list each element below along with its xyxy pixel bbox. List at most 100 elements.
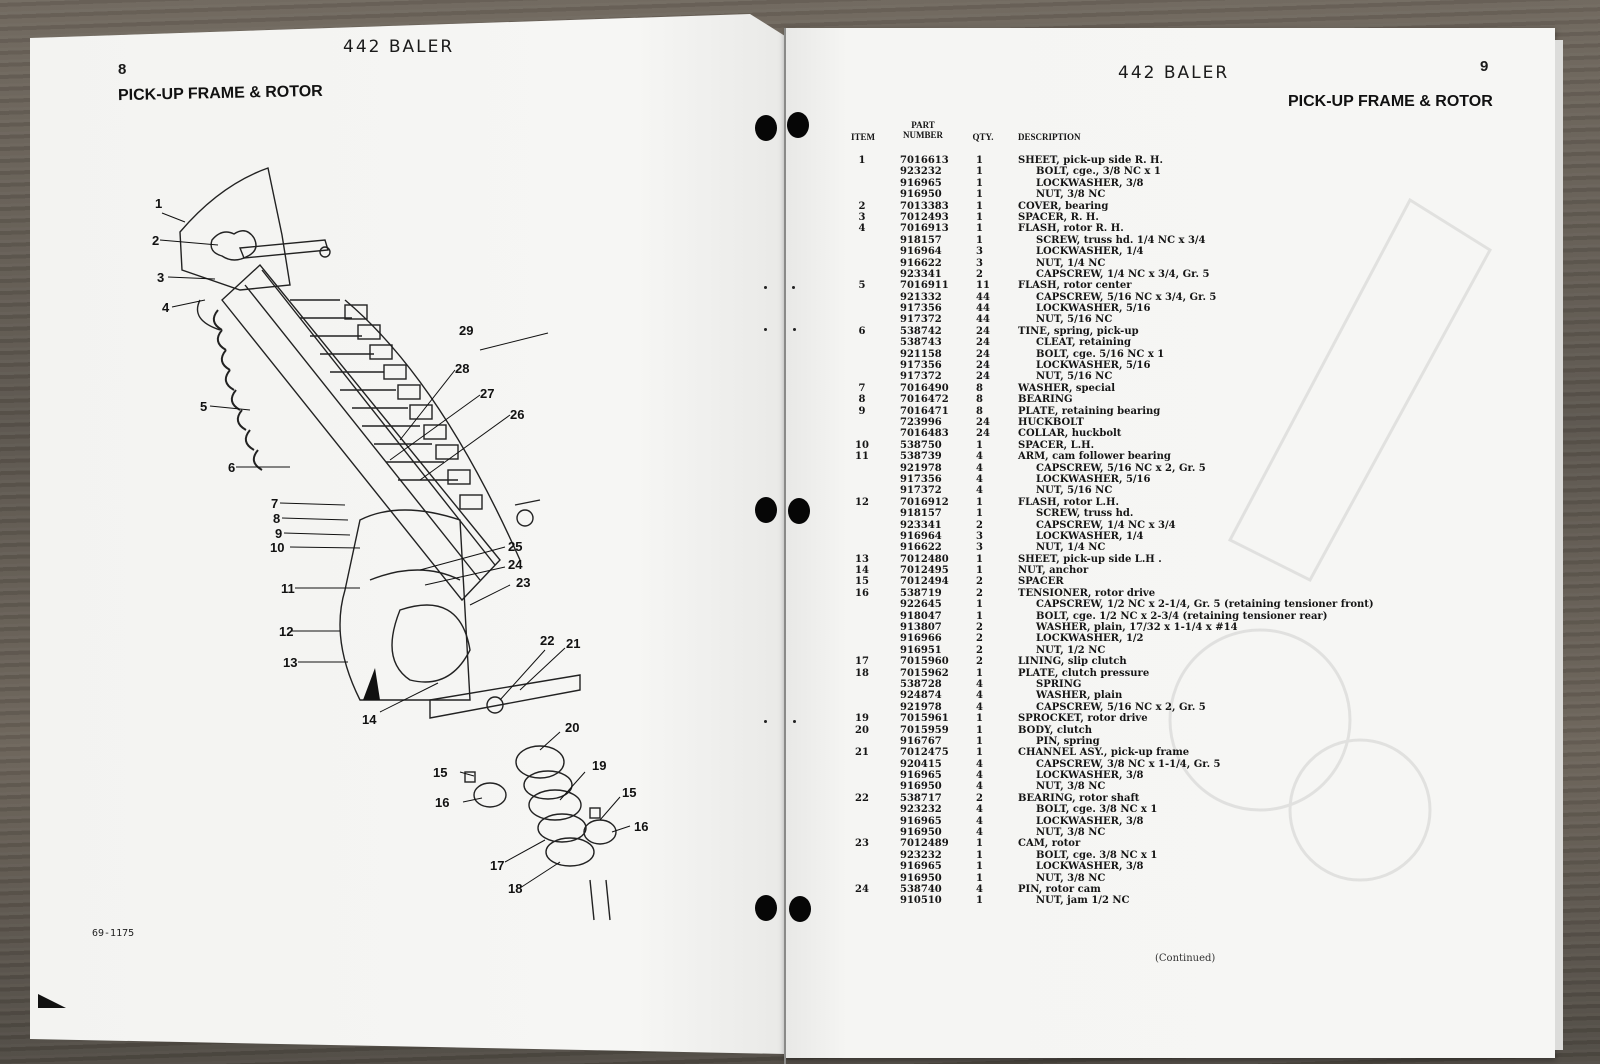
- part-number: 921158: [900, 348, 942, 360]
- item-number: 10: [855, 439, 869, 451]
- callout-15: 15: [433, 765, 447, 780]
- description: PLATE, retaining bearing: [1018, 405, 1161, 417]
- book-spine: [784, 28, 786, 1064]
- description: CAPSCREW, 5/16 NC x 2, Gr. 5: [1036, 462, 1206, 474]
- description: CAPSCREW, 5/16 NC x 3/4, Gr. 5: [1036, 291, 1217, 303]
- part-number: 7016912: [900, 496, 949, 508]
- part-number: 923232: [900, 804, 942, 816]
- callout-29: 29: [459, 323, 473, 338]
- part-number: 916951: [900, 644, 942, 656]
- description: BEARING, rotor shaft: [1018, 792, 1140, 804]
- description: BOLT, cge. 3/8 NC x 1: [1036, 804, 1158, 816]
- description: LINING, slip clutch: [1018, 656, 1127, 668]
- quantity: 24: [976, 348, 990, 360]
- part-number: 7016471: [900, 405, 949, 417]
- description: LOCKWASHER, 3/8: [1036, 861, 1144, 873]
- description: NUT, 3/8 NC: [1036, 872, 1106, 884]
- part-number: 916622: [900, 542, 942, 554]
- description: SHEET, pick-up side R. H.: [1018, 155, 1163, 166]
- part-number: 7016613: [900, 155, 949, 166]
- margin-dot: [793, 328, 796, 331]
- quantity: 11: [976, 280, 990, 292]
- part-number: 7016483: [900, 428, 949, 440]
- binder-hole: [755, 115, 777, 141]
- part-number: 538742: [900, 325, 942, 337]
- corner-triangle-mark: [38, 994, 66, 1008]
- description: LOCKWASHER, 1/2: [1036, 633, 1144, 645]
- description: NUT, jam 1/2 NC: [1036, 895, 1130, 907]
- description: CAPSCREW, 5/16 NC x 2, Gr. 5: [1036, 701, 1206, 713]
- description: NUT, 5/16 NC: [1036, 314, 1113, 326]
- margin-dot: [764, 720, 767, 723]
- description: SPACER, R. H.: [1018, 211, 1099, 223]
- quantity: 4: [976, 451, 983, 463]
- quantity: 8: [976, 394, 983, 406]
- callout-14: 14: [362, 712, 377, 727]
- item-number: 12: [855, 496, 869, 508]
- part-number: 924874: [900, 690, 942, 702]
- part-number: 916950: [900, 781, 942, 793]
- callout-8: 8: [273, 511, 280, 526]
- callout-23: 23: [516, 575, 530, 590]
- callout-5: 5: [200, 399, 207, 414]
- part-number: 538740: [900, 884, 942, 895]
- quantity: 1: [976, 166, 983, 178]
- part-number: 910510: [900, 895, 942, 907]
- callout-21: 21: [566, 636, 580, 651]
- item-number: 5: [858, 280, 866, 292]
- callout-15b: 15: [622, 785, 636, 800]
- margin-dot: [792, 286, 795, 289]
- description: BODY, clutch: [1018, 724, 1092, 736]
- description: CAPSCREW, 1/2 NC x 2-1/4, Gr. 5 (retaini…: [1036, 599, 1374, 611]
- quantity: 2: [976, 633, 983, 645]
- quantity: 24: [976, 416, 990, 428]
- part-number: 916964: [900, 246, 942, 258]
- quantity: 1: [976, 599, 983, 611]
- description: CAM, rotor: [1018, 838, 1081, 850]
- callout-19: 19: [592, 758, 606, 773]
- description: LOCKWASHER, 1/4: [1036, 530, 1144, 542]
- callout-2: 2: [152, 233, 159, 248]
- part-number: 921978: [900, 462, 942, 474]
- left-page: [30, 14, 785, 1054]
- description: LOCKWASHER, 5/16: [1036, 473, 1151, 485]
- description: LOCKWASHER, 5/16: [1036, 360, 1151, 372]
- description: SPACER, L.H.: [1018, 439, 1095, 451]
- quantity: 8: [976, 382, 983, 394]
- part-number: 538717: [900, 792, 942, 804]
- description: NUT, 1/2 NC: [1036, 644, 1106, 656]
- item-number: 4: [858, 223, 866, 235]
- part-number: 923341: [900, 519, 942, 531]
- quantity: 1: [976, 496, 983, 508]
- item-number: 21: [855, 747, 869, 759]
- callout-4: 4: [162, 300, 170, 315]
- description: NUT, 3/8 NC: [1036, 827, 1106, 839]
- left-page-header: 442 BALER: [343, 37, 455, 57]
- item-number: 13: [855, 553, 869, 565]
- description: PLATE, clutch pressure: [1018, 667, 1150, 679]
- callout-13: 13: [283, 655, 297, 670]
- quantity: 4: [976, 884, 983, 895]
- description: HUCKBOLT: [1018, 416, 1084, 428]
- binder-hole: [755, 895, 777, 921]
